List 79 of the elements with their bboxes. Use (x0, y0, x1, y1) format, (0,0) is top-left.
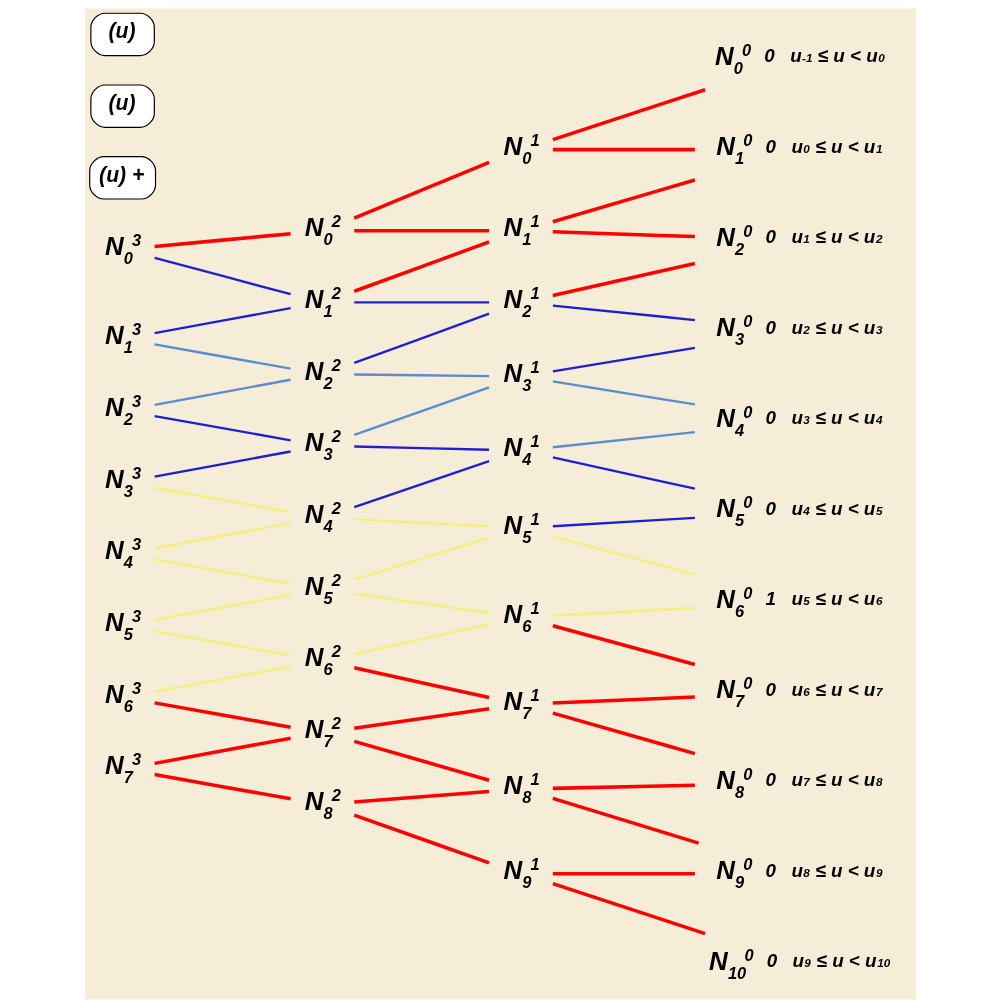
connector (353, 739, 490, 782)
node-label: u8 ≤ u < u9 (790, 859, 883, 881)
node-label: 0 (765, 497, 776, 519)
connector (552, 783, 695, 791)
connector (353, 240, 490, 293)
connector (552, 147, 695, 152)
connector (552, 304, 695, 322)
node-label: u-1 ≤ u < u0 (789, 45, 885, 67)
connector (153, 231, 291, 249)
connector (153, 522, 291, 550)
node-label: u5 ≤ u < u6 (790, 588, 883, 610)
connector (153, 343, 291, 370)
connector (153, 486, 291, 514)
node-label: 0 (765, 678, 776, 700)
connector (353, 301, 489, 304)
connector (153, 378, 291, 407)
node-label: 0 (765, 407, 776, 429)
connector (552, 230, 695, 239)
connector (153, 736, 291, 766)
node-label: u2 ≤ u < u3 (790, 316, 883, 338)
node-label: 0 (763, 45, 775, 67)
connector (153, 593, 291, 622)
node-label: 0 (766, 950, 777, 972)
node-label: u3 ≤ u < u4 (790, 407, 883, 429)
connector (353, 228, 489, 233)
connector (551, 711, 695, 756)
node-label: u1 ≤ u < u2 (790, 226, 883, 248)
label: (u) + (98, 162, 144, 186)
connector (552, 695, 695, 705)
node-label: u6 ≤ u < u7 (790, 678, 883, 700)
connector (353, 813, 490, 865)
connector (551, 261, 695, 298)
connector (353, 592, 489, 615)
node-label: 1 (765, 588, 776, 610)
connector (153, 256, 291, 296)
connector (153, 414, 291, 442)
connector (353, 459, 489, 509)
connector (353, 386, 489, 437)
connector (153, 665, 291, 693)
connector (353, 623, 489, 656)
connector (353, 789, 489, 804)
label: (u) (108, 91, 136, 115)
connector (551, 624, 695, 667)
connector (153, 630, 291, 657)
connector (353, 536, 489, 581)
connector (552, 380, 695, 406)
connector (353, 518, 489, 528)
node-label: u4 ≤ u < u5 (790, 497, 883, 519)
connector (353, 707, 489, 730)
connector (552, 456, 695, 490)
connector (552, 871, 695, 876)
connector (353, 666, 489, 700)
connector (551, 882, 706, 936)
node-label: 0 (765, 316, 776, 338)
connector (153, 306, 291, 335)
connector (552, 606, 695, 617)
node-label: u9 ≤ u < u10 (792, 950, 890, 972)
connector (552, 535, 695, 576)
connector (552, 431, 695, 449)
node-label: u7 ≤ u < u8 (790, 769, 883, 791)
connector (153, 450, 291, 478)
connector (153, 772, 291, 801)
node-label: 0 (765, 135, 776, 157)
node-label: 0 (765, 859, 776, 881)
connector (551, 88, 706, 142)
connector (551, 796, 699, 845)
node-label: u0 ≤ u < u1 (790, 135, 883, 157)
connector (353, 160, 490, 220)
label: (u) (108, 19, 136, 43)
connector (552, 516, 695, 528)
connector (153, 701, 291, 729)
node-label: 0 (765, 769, 776, 791)
connector (353, 373, 489, 378)
connector (353, 445, 489, 451)
connector (551, 178, 695, 224)
connector (353, 312, 489, 365)
connector (552, 346, 695, 373)
node-label: 0 (765, 226, 776, 248)
connector (153, 558, 291, 585)
